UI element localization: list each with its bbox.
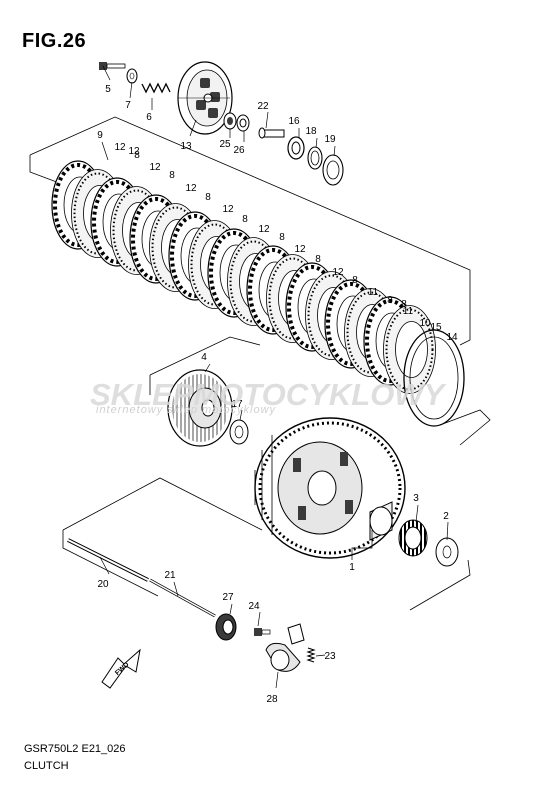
callout-c8i: 8 xyxy=(401,299,407,310)
clutch-spring xyxy=(141,82,171,94)
plate-teeth xyxy=(385,308,434,391)
callout-c7: 7 xyxy=(125,100,131,111)
callout-c10: 10 xyxy=(419,318,431,329)
callout-c6: 6 xyxy=(146,112,152,123)
oil-seal xyxy=(215,613,237,641)
callout-c1: 1 xyxy=(349,562,355,573)
push-piece xyxy=(258,127,285,139)
lock-washer xyxy=(307,146,323,170)
callout-c26: 26 xyxy=(233,145,245,156)
callout-c17: 17 xyxy=(231,399,243,410)
conical-washer xyxy=(322,154,344,186)
callout-c22: 22 xyxy=(257,101,269,112)
callout-c24: 24 xyxy=(248,601,260,612)
callout-c8f: 8 xyxy=(279,232,285,243)
primary-driven-gear xyxy=(167,369,233,447)
callout-c23: 23 xyxy=(324,651,336,662)
callout-c11b: 11 xyxy=(403,306,414,317)
callout-c3: 3 xyxy=(413,493,419,504)
release-return-spring xyxy=(306,647,316,663)
callout-c20: 20 xyxy=(97,579,109,590)
callout-c12a: 12 xyxy=(114,142,126,153)
callout-c12f: 12 xyxy=(258,224,270,235)
thrust-washer xyxy=(229,419,249,445)
needle-bearing xyxy=(398,519,428,557)
callout-c12e: 12 xyxy=(222,204,234,215)
callout-c8d: 8 xyxy=(205,192,211,203)
section-name: CLUTCH xyxy=(24,760,69,772)
callout-c14: 14 xyxy=(446,332,458,343)
leader-lines xyxy=(99,65,449,689)
spring-washer xyxy=(126,68,138,84)
callout-c8a: 8 xyxy=(387,295,393,306)
callout-c16: 16 xyxy=(288,116,300,127)
callout-c12g: 12 xyxy=(294,244,306,255)
callout-c2: 2 xyxy=(443,511,449,522)
watermark: SKLEPMOTOCYKLOWY internetowy sklep motoc… xyxy=(90,377,448,416)
watermark-brand: SKLEPMOTOCYKLOWY xyxy=(90,377,448,412)
forward-arrow-icon: FWD xyxy=(101,648,141,689)
callout-c11a: 11 xyxy=(368,287,379,298)
model-code: GSR750L2 E21_026 xyxy=(24,743,126,755)
callout-c12c: 12 xyxy=(149,162,161,173)
callout-c25: 25 xyxy=(219,139,231,150)
pressure-plate xyxy=(177,61,233,135)
housing-spacer xyxy=(369,501,393,541)
callout-c8b: 8 xyxy=(134,150,140,161)
clutch-hub-nut xyxy=(287,136,305,160)
watermark-tagline: internetowy sklep motocyklowy xyxy=(96,404,277,416)
judder-spring-set xyxy=(403,329,465,427)
callout-c18: 18 xyxy=(305,126,317,137)
callout-c9: 9 xyxy=(97,130,103,141)
callout-c28: 28 xyxy=(266,694,278,705)
clutch-housing xyxy=(254,417,406,559)
release-bearing xyxy=(223,112,250,132)
release-arm-bolt xyxy=(254,628,271,636)
callout-c5: 5 xyxy=(105,84,111,95)
callout-c8e: 8 xyxy=(242,214,248,225)
callout-c13: 13 xyxy=(180,141,192,152)
callout-c12b: 12 xyxy=(128,146,140,157)
callout-c8h: 8 xyxy=(352,275,358,286)
plate-bore xyxy=(395,321,428,378)
clutch-plate-stack xyxy=(51,160,436,394)
callout-c21: 21 xyxy=(164,570,176,581)
callout-c4: 4 xyxy=(201,352,207,363)
callout-c15: 15 xyxy=(430,322,442,333)
callout-c8g: 8 xyxy=(315,254,321,265)
callout-c19: 19 xyxy=(324,134,336,145)
callout-c12h: 12 xyxy=(332,267,344,278)
callout-c27: 27 xyxy=(222,592,234,603)
clutch-release-arm xyxy=(265,623,305,672)
callout-c12d: 12 xyxy=(185,183,197,194)
assembly-outline-lower xyxy=(62,477,471,611)
clutch-spring-bolt xyxy=(99,62,126,70)
housing-thrust-washer xyxy=(435,537,459,567)
figure-label: FIG.26 xyxy=(22,30,87,52)
clutch-push-rod xyxy=(67,538,216,618)
callout-c8c: 8 xyxy=(169,170,175,181)
assembly-outline-plates xyxy=(29,116,491,446)
